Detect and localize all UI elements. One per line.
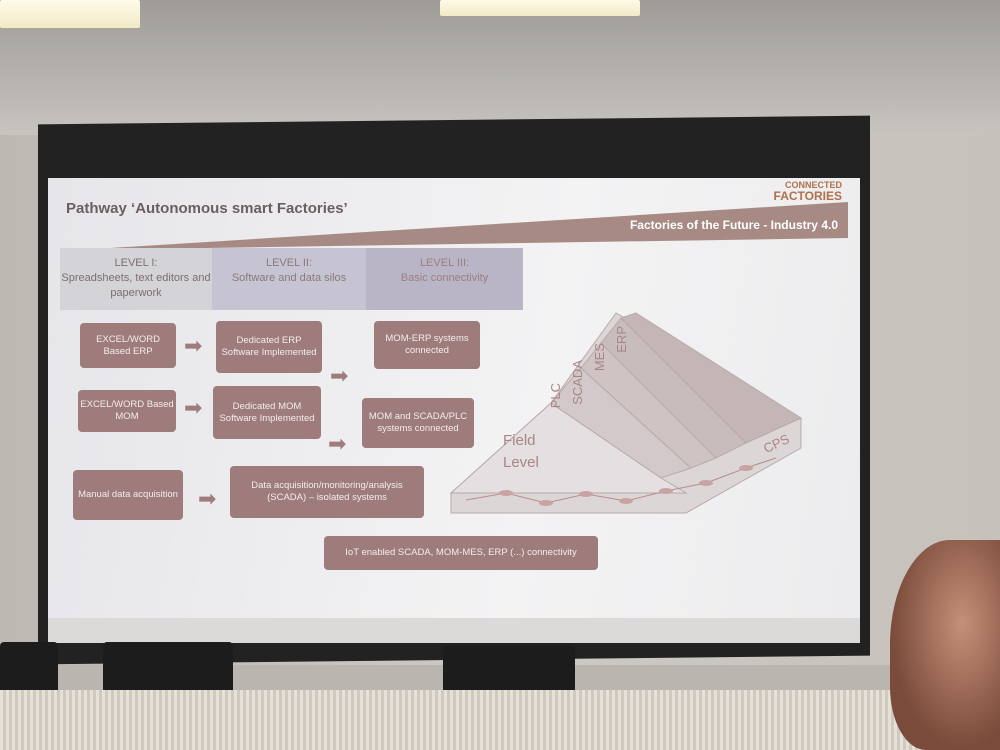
- ceiling-light: [440, 0, 640, 16]
- ceiling-light: [0, 0, 140, 28]
- slide-title: Pathway ‘Autonomous smart Factories’: [66, 200, 348, 217]
- arrow-right-icon: ➡: [184, 333, 203, 358]
- ceiling: [0, 0, 1000, 135]
- progress-wedge: [78, 202, 848, 250]
- box-manual: Manual data acquisition: [73, 470, 183, 520]
- box-mom-software: Dedicated MOM Software Implemented: [213, 386, 321, 439]
- level-2: LEVEL II:Software and data silos: [212, 248, 366, 310]
- pyramid-scada: SCADA: [570, 360, 585, 405]
- pyramid-field-level: Field Level: [503, 432, 539, 471]
- arrow-right-icon: ➡: [330, 363, 349, 388]
- level-1: LEVEL I:Spreadsheets, text editors and p…: [60, 248, 212, 310]
- desk: [0, 690, 1000, 750]
- level-3: LEVEL III:Basic connectivity: [366, 248, 523, 310]
- pyramid-plc: PLC: [548, 383, 563, 409]
- arrow-right-icon: ➡: [198, 486, 217, 511]
- presentation-slide: Pathway ‘Autonomous smart Factories’ CON…: [48, 178, 860, 618]
- screen-bottom: [48, 615, 860, 643]
- audience-member: [890, 540, 1000, 750]
- box-excel-erp: EXCEL/WORD Based ERP: [80, 323, 176, 368]
- box-scada: Data acquisition/monitoring/analysis (SC…: [230, 466, 424, 518]
- arrow-right-icon: ➡: [184, 395, 203, 420]
- slide-tagline: Factories of the Future - Industry 4.0: [629, 218, 838, 232]
- box-excel-mom: EXCEL/WORD Based MOM: [78, 390, 176, 432]
- pyramid-mes: MES: [592, 343, 607, 372]
- arrow-right-icon: ➡: [328, 431, 347, 456]
- box-iot: IoT enabled SCADA, MOM-MES, ERP (...) co…: [324, 536, 598, 570]
- pyramid-erp: ERP: [614, 326, 629, 353]
- chair: [103, 642, 233, 697]
- box-mom-erp: MOM-ERP systems connected: [374, 321, 480, 369]
- box-erp-software: Dedicated ERP Software Implemented: [216, 321, 322, 373]
- automation-pyramid: [449, 312, 803, 514]
- box-mom-scada: MOM and SCADA/PLC systems connected: [362, 398, 474, 448]
